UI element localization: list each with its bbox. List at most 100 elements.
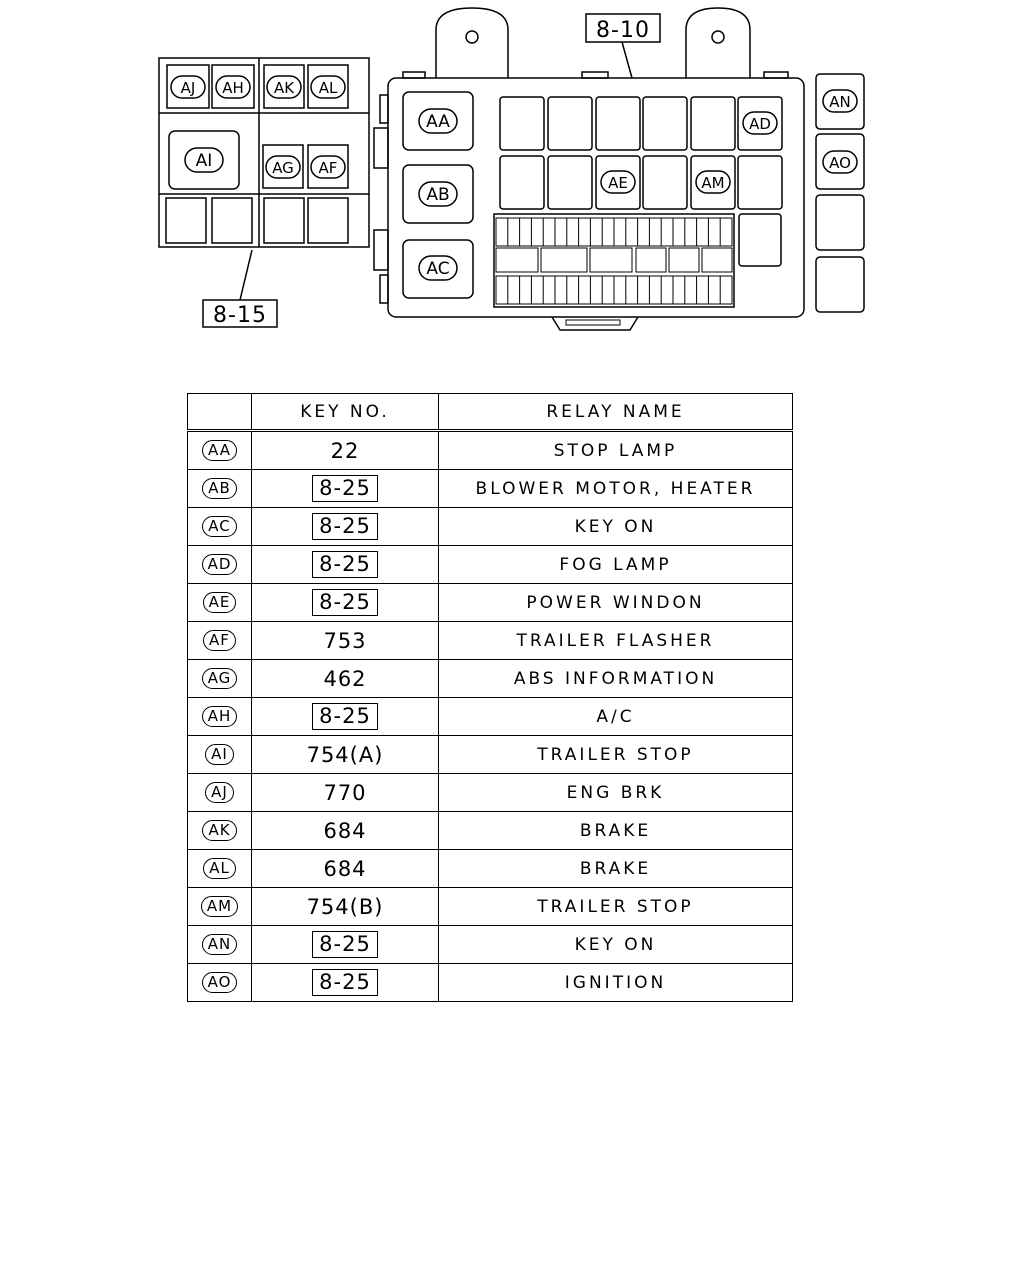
relay-name-cell: TRAILER FLASHER	[438, 621, 793, 660]
callout-8-10: 8-10	[596, 18, 650, 43]
relay-id-pill: AN	[201, 934, 238, 955]
relay-id-pill: AO	[201, 972, 238, 993]
relay-label-an: AN	[822, 89, 858, 113]
svg-text:AK: AK	[274, 79, 295, 97]
key-no-cell: 8-25	[251, 545, 439, 584]
relay-id-cell: AN	[187, 925, 252, 964]
relay-id-cell: AJ	[187, 773, 252, 812]
svg-text:AJ: AJ	[181, 79, 196, 97]
relay-name: STOP LAMP	[553, 440, 678, 461]
header-id	[187, 393, 252, 431]
relay-box-diagram: 8-15 8-10	[158, 7, 865, 331]
key-no-reference[interactable]: 8-25	[312, 513, 378, 540]
key-no-reference[interactable]: 8-25	[312, 475, 378, 502]
relay-label-aa: AA	[418, 108, 458, 134]
relay-id-pill: AK	[202, 820, 237, 841]
svg-text:AG: AG	[272, 159, 294, 177]
relay-id-pill: AA	[202, 440, 237, 461]
key-no-cell: 8-25	[251, 469, 439, 508]
relay-id-pill: AE	[202, 592, 237, 613]
relay-name-cell: A/C	[438, 697, 793, 736]
relay-name-cell: ENG BRK	[438, 773, 793, 812]
relay-id-cell: AI	[187, 735, 252, 774]
relay-id-cell: AH	[187, 697, 252, 736]
relay-name-cell: FOG LAMP	[438, 545, 793, 584]
relay-id-cell: AC	[187, 507, 252, 546]
relay-label-ab: AB	[418, 181, 458, 207]
relay-name: POWER WINDON	[526, 592, 705, 613]
svg-text:AM: AM	[701, 174, 724, 192]
key-no-reference[interactable]: 8-25	[312, 551, 378, 578]
relay-label-aj: AJ	[170, 75, 206, 99]
relay-name: BRAKE	[579, 858, 652, 879]
key-no-reference[interactable]: 8-25	[312, 931, 378, 958]
key-no-value: 754(A)	[306, 742, 384, 767]
relay-name-cell: ABS INFORMATION	[438, 659, 793, 698]
relay-label-ac: AC	[418, 255, 458, 281]
relay-id-pill: AM	[200, 896, 239, 917]
key-no-cell: 8-25	[251, 925, 439, 964]
table-row: AD 8-25 FOG LAMP	[187, 545, 793, 584]
callout-8-15: 8-15	[213, 303, 267, 328]
key-no-reference[interactable]: 8-25	[312, 589, 378, 616]
relay-id-pill: AG	[201, 668, 238, 689]
table-row: AN 8-25 KEY ON	[187, 925, 793, 964]
relay-name: KEY ON	[574, 934, 657, 955]
svg-text:AF: AF	[319, 159, 338, 177]
relay-name-cell: TRAILER STOP	[438, 735, 793, 774]
svg-text:AN: AN	[829, 93, 850, 111]
relay-name: ABS INFORMATION	[513, 668, 718, 689]
relay-name: IGNITION	[564, 972, 667, 993]
relay-name-cell: KEY ON	[438, 925, 793, 964]
relay-id-cell: AG	[187, 659, 252, 698]
key-no-cell: 684	[251, 811, 439, 850]
relay-id-pill: AI	[205, 744, 234, 765]
relay-label-al: AL	[310, 75, 346, 99]
key-no-cell: 684	[251, 849, 439, 888]
header-relay-name: RELAY NAME	[438, 393, 793, 431]
relay-id-pill: AJ	[205, 782, 234, 803]
header-key-no: KEY NO.	[251, 393, 439, 431]
relay-name-cell: IGNITION	[438, 963, 793, 1002]
relay-label-am: AM	[695, 170, 731, 194]
relay-name-cell: POWER WINDON	[438, 583, 793, 622]
key-no-cell: 8-25	[251, 507, 439, 546]
svg-text:AD: AD	[749, 115, 771, 133]
relay-label-ad: AD	[742, 111, 778, 135]
svg-text:AA: AA	[426, 112, 450, 132]
svg-text:AB: AB	[426, 185, 449, 205]
relay-id-pill: AD	[201, 554, 238, 575]
table-row: AJ 770 ENG BRK	[187, 773, 793, 812]
relay-name: KEY ON	[574, 516, 657, 537]
relay-name: A/C	[596, 706, 635, 727]
table-row: AH 8-25 A/C	[187, 697, 793, 736]
relay-id-cell: AO	[187, 963, 252, 1002]
key-no-value: 462	[323, 666, 367, 691]
relay-label-ak: AK	[266, 75, 302, 99]
table-row: AG 462 ABS INFORMATION	[187, 659, 793, 698]
key-no-reference[interactable]: 8-25	[312, 969, 378, 996]
relay-id-cell: AL	[187, 849, 252, 888]
relay-label-ah: AH	[215, 75, 251, 99]
relay-id-cell: AA	[187, 430, 252, 470]
relay-name-cell: KEY ON	[438, 507, 793, 546]
relay-name: TRAILER STOP	[537, 896, 694, 917]
relay-id-cell: AB	[187, 469, 252, 508]
key-no-reference[interactable]: 8-25	[312, 703, 378, 730]
key-no-cell: 462	[251, 659, 439, 698]
relay-id-pill: AB	[202, 478, 237, 499]
relay-id-cell: AM	[187, 887, 252, 926]
relay-id-cell: AD	[187, 545, 252, 584]
key-no-cell: 8-25	[251, 583, 439, 622]
key-no-cell: 753	[251, 621, 439, 660]
key-no-value: 770	[323, 780, 367, 805]
table-row: AI 754(A) TRAILER STOP	[187, 735, 793, 774]
svg-text:AI: AI	[196, 151, 213, 171]
key-no-value: 753	[323, 628, 367, 653]
relay-id-pill: AF	[203, 630, 236, 651]
sub-relay-box: 8-15	[158, 57, 370, 328]
relay-name: ENG BRK	[566, 782, 665, 803]
